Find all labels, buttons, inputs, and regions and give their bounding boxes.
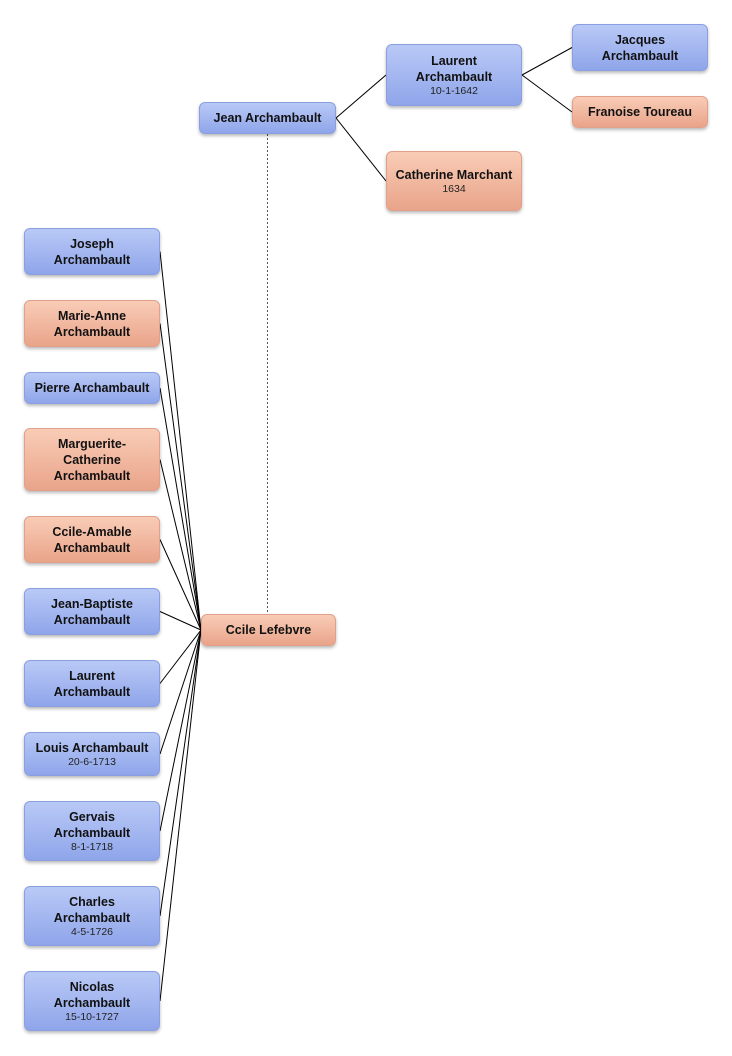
person-name: Marguerite-Catherine Archambault bbox=[53, 436, 131, 483]
person-name: Joseph Archambault bbox=[53, 236, 131, 267]
child-node-cecile-amable[interactable]: Ccile-Amable Archambault bbox=[24, 516, 160, 563]
parent-link-francoise bbox=[521, 74, 573, 113]
child-link-nicolas bbox=[159, 629, 202, 1002]
child-link-pierre bbox=[159, 387, 202, 631]
person-date: 4-5-1726 bbox=[70, 925, 114, 938]
child-link-laurent_jr bbox=[159, 629, 202, 684]
child-node-laurent[interactable]: Laurent Archambault bbox=[24, 660, 160, 707]
child-link-marguerite bbox=[159, 459, 202, 631]
person-date: 1634 bbox=[442, 182, 466, 195]
child-node-pierre[interactable]: Pierre Archambault bbox=[24, 372, 160, 404]
person-date: 10-1-1642 bbox=[430, 84, 478, 97]
child-link-jean_baptiste bbox=[159, 611, 202, 631]
child-node-charles[interactable]: Charles Archambault 4-5-1726 bbox=[24, 886, 160, 946]
person-date: 15-10-1727 bbox=[65, 1010, 119, 1023]
person-name: Louis Archambault bbox=[35, 740, 149, 755]
person-name: Gervais Archambault bbox=[53, 809, 131, 840]
person-name: Charles Archambault bbox=[53, 894, 131, 925]
child-node-joseph[interactable]: Joseph Archambault bbox=[24, 228, 160, 275]
person-name: Pierre Archambault bbox=[34, 381, 150, 395]
child-link-marie_anne bbox=[159, 323, 202, 631]
child-link-gervais bbox=[159, 629, 202, 832]
child-node-marguerite-catherine[interactable]: Marguerite-Catherine Archambault bbox=[24, 428, 160, 491]
child-link-cecile_amable bbox=[159, 539, 202, 631]
person-node-francoise-toureau[interactable]: Franoise Toureau bbox=[572, 96, 708, 128]
child-node-gervais[interactable]: Gervais Archambault 8-1-1718 bbox=[24, 801, 160, 861]
child-link-joseph bbox=[159, 251, 202, 631]
person-name: Nicolas Archambault bbox=[53, 979, 131, 1010]
child-link-louis bbox=[159, 629, 202, 755]
person-name: Laurent Archambault bbox=[53, 668, 131, 699]
person-name: Ccile-Amable Archambault bbox=[52, 524, 132, 555]
child-link-charles bbox=[159, 629, 202, 917]
child-node-jean-baptiste[interactable]: Jean-Baptiste Archambault bbox=[24, 588, 160, 635]
person-node-jean-archambault[interactable]: Jean Archambault bbox=[199, 102, 336, 134]
person-name: Marie-Anne Archambault bbox=[53, 308, 131, 339]
child-node-louis[interactable]: Louis Archambault 20-6-1713 bbox=[24, 732, 160, 776]
person-name: Laurent Archambault bbox=[415, 53, 493, 84]
person-node-jacques-archambault[interactable]: Jacques Archambault bbox=[572, 24, 708, 71]
person-name: Ccile Lefebvre bbox=[225, 623, 312, 637]
person-name: Jacques Archambault bbox=[601, 32, 679, 63]
person-name: Franoise Toureau bbox=[588, 105, 692, 119]
person-date: 8-1-1718 bbox=[70, 840, 114, 853]
parent-link-jacques bbox=[521, 47, 573, 76]
child-node-nicolas[interactable]: Nicolas Archambault 15-10-1727 bbox=[24, 971, 160, 1031]
parent-link-catherine bbox=[335, 117, 387, 182]
person-name: Catherine Marchant bbox=[395, 167, 513, 182]
child-node-marie-anne[interactable]: Marie-Anne Archambault bbox=[24, 300, 160, 347]
parent-link-laurent_sr bbox=[335, 74, 387, 119]
person-node-cecile-lefebvre[interactable]: Ccile Lefebvre bbox=[201, 614, 336, 646]
person-node-laurent-archambault-father[interactable]: Laurent Archambault 10-1-1642 bbox=[386, 44, 522, 106]
person-name: Jean Archambault bbox=[213, 111, 322, 125]
person-name: Jean-Baptiste Archambault bbox=[51, 596, 133, 627]
person-node-catherine-marchant[interactable]: Catherine Marchant 1634 bbox=[386, 151, 522, 211]
person-date: 20-6-1713 bbox=[68, 755, 116, 768]
